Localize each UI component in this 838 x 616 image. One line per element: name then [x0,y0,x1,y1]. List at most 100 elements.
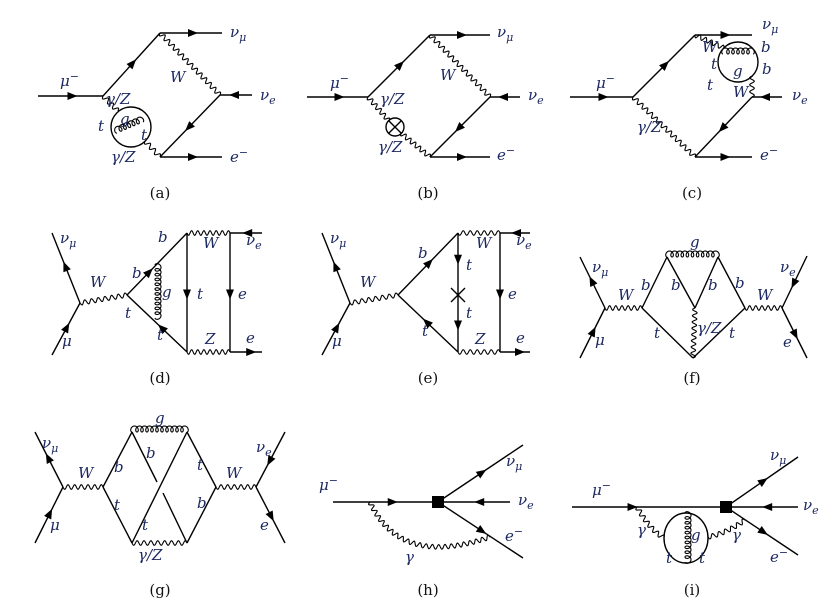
particle-symbol: W [702,38,719,56]
boson-line [186,230,231,236]
particle-symbol: t [711,55,718,73]
particle-symbol: μ [595,331,605,349]
particle-label: νμ [762,15,778,36]
particle-symbol: W [360,273,377,291]
particle-symbol: t [141,126,148,144]
particle-superscript: − [606,72,615,85]
arrow-icon [454,254,462,265]
particle-label: e− [770,546,788,566]
arrow-icon [188,153,198,161]
photon-line [367,501,491,550]
panel-caption: (f) [683,369,700,387]
gluon-line [114,116,145,134]
particle-symbol: e [770,548,779,566]
particle-superscript: − [340,72,349,85]
particle-symbol: b [761,38,771,56]
propagator-line [641,256,668,309]
particle-subscript: e [537,94,544,107]
particle-symbol: t [466,304,473,322]
particle-subscript: μ [779,454,786,467]
particle-label: g [120,110,130,128]
particle-subscript: e [812,504,819,517]
propagator-line [186,431,217,488]
particle-label: νμ [42,434,58,455]
arrow-icon [267,454,276,466]
particle-label: t [729,324,736,342]
particle-symbol: γ/Z [697,319,722,337]
arrow-icon [183,289,191,300]
particle-label: b [735,274,745,292]
particle-symbol: ν [792,86,801,104]
boson-line [101,95,120,112]
particle-label: b [671,276,681,294]
arrow-icon [791,277,800,289]
particle-subscript: μ [239,31,246,44]
effective-vertex-square [432,496,444,508]
particle-symbol: ν [592,258,601,276]
particle-symbol: μ [60,72,70,90]
particle-label: νμ [330,229,346,250]
particle-label: t [466,256,473,274]
boson-line [62,484,104,490]
boson-line [215,484,257,490]
particle-subscript: μ [506,31,513,44]
particle-superscript: − [239,146,248,159]
propagator-line [162,492,188,544]
particle-label: W [226,464,243,482]
arrow-icon [627,503,638,511]
particle-symbol: b [641,276,651,294]
particle-label: e [260,516,269,534]
particle-symbol: ν [330,229,339,247]
particle-symbol: μ [50,516,60,534]
panel-caption: (a) [150,184,171,202]
boson-line [143,140,162,158]
arrow-icon [45,453,54,464]
particle-label: e− [760,144,778,164]
arrow-icon [423,258,433,269]
particle-symbol: ν [260,86,269,104]
particle-subscript: μ [69,237,76,250]
arrow-icon [226,289,234,300]
particle-label: t [197,456,204,474]
particle-superscript: − [779,546,788,559]
arrow-icon [659,61,669,71]
panel-caption: (i) [684,581,701,599]
particle-label: γ/Z [380,90,405,108]
arrow-icon [789,328,798,340]
boson-line [694,34,725,49]
arrow-icon [515,348,525,356]
particle-subscript: μ [515,460,522,473]
insertion-cross-icon [388,120,402,134]
effective-vertex-square [720,501,732,513]
panel-caption: (d) [149,369,170,387]
arrow-icon [720,31,731,39]
particle-symbol: ν [246,231,255,249]
particle-symbol: W [78,464,95,482]
boson-line [428,34,492,98]
particle-label: μ− [60,70,79,90]
arrow-icon [474,498,485,506]
particle-subscript: e [789,266,796,279]
particle-symbol: b [708,276,718,294]
boson-line [457,349,501,355]
particle-label: W [203,234,220,252]
particle-symbol: e [760,146,769,164]
arrow-icon [757,478,768,487]
particle-subscript: e [255,239,262,252]
arrow-icon [475,525,487,534]
particle-symbol: ν [506,452,515,470]
particle-symbol: t [699,549,706,567]
particle-label: W [702,38,719,56]
arrow-icon [126,59,137,70]
particle-symbol: μ [332,332,342,350]
particle-symbol: ν [60,229,69,247]
particle-label: g [691,526,701,544]
particle-label: W [757,286,774,304]
particle-symbol: b [197,494,207,512]
particle-symbol: ν [497,23,506,41]
particle-label: γ [637,521,646,539]
particle-label: b [114,458,124,476]
